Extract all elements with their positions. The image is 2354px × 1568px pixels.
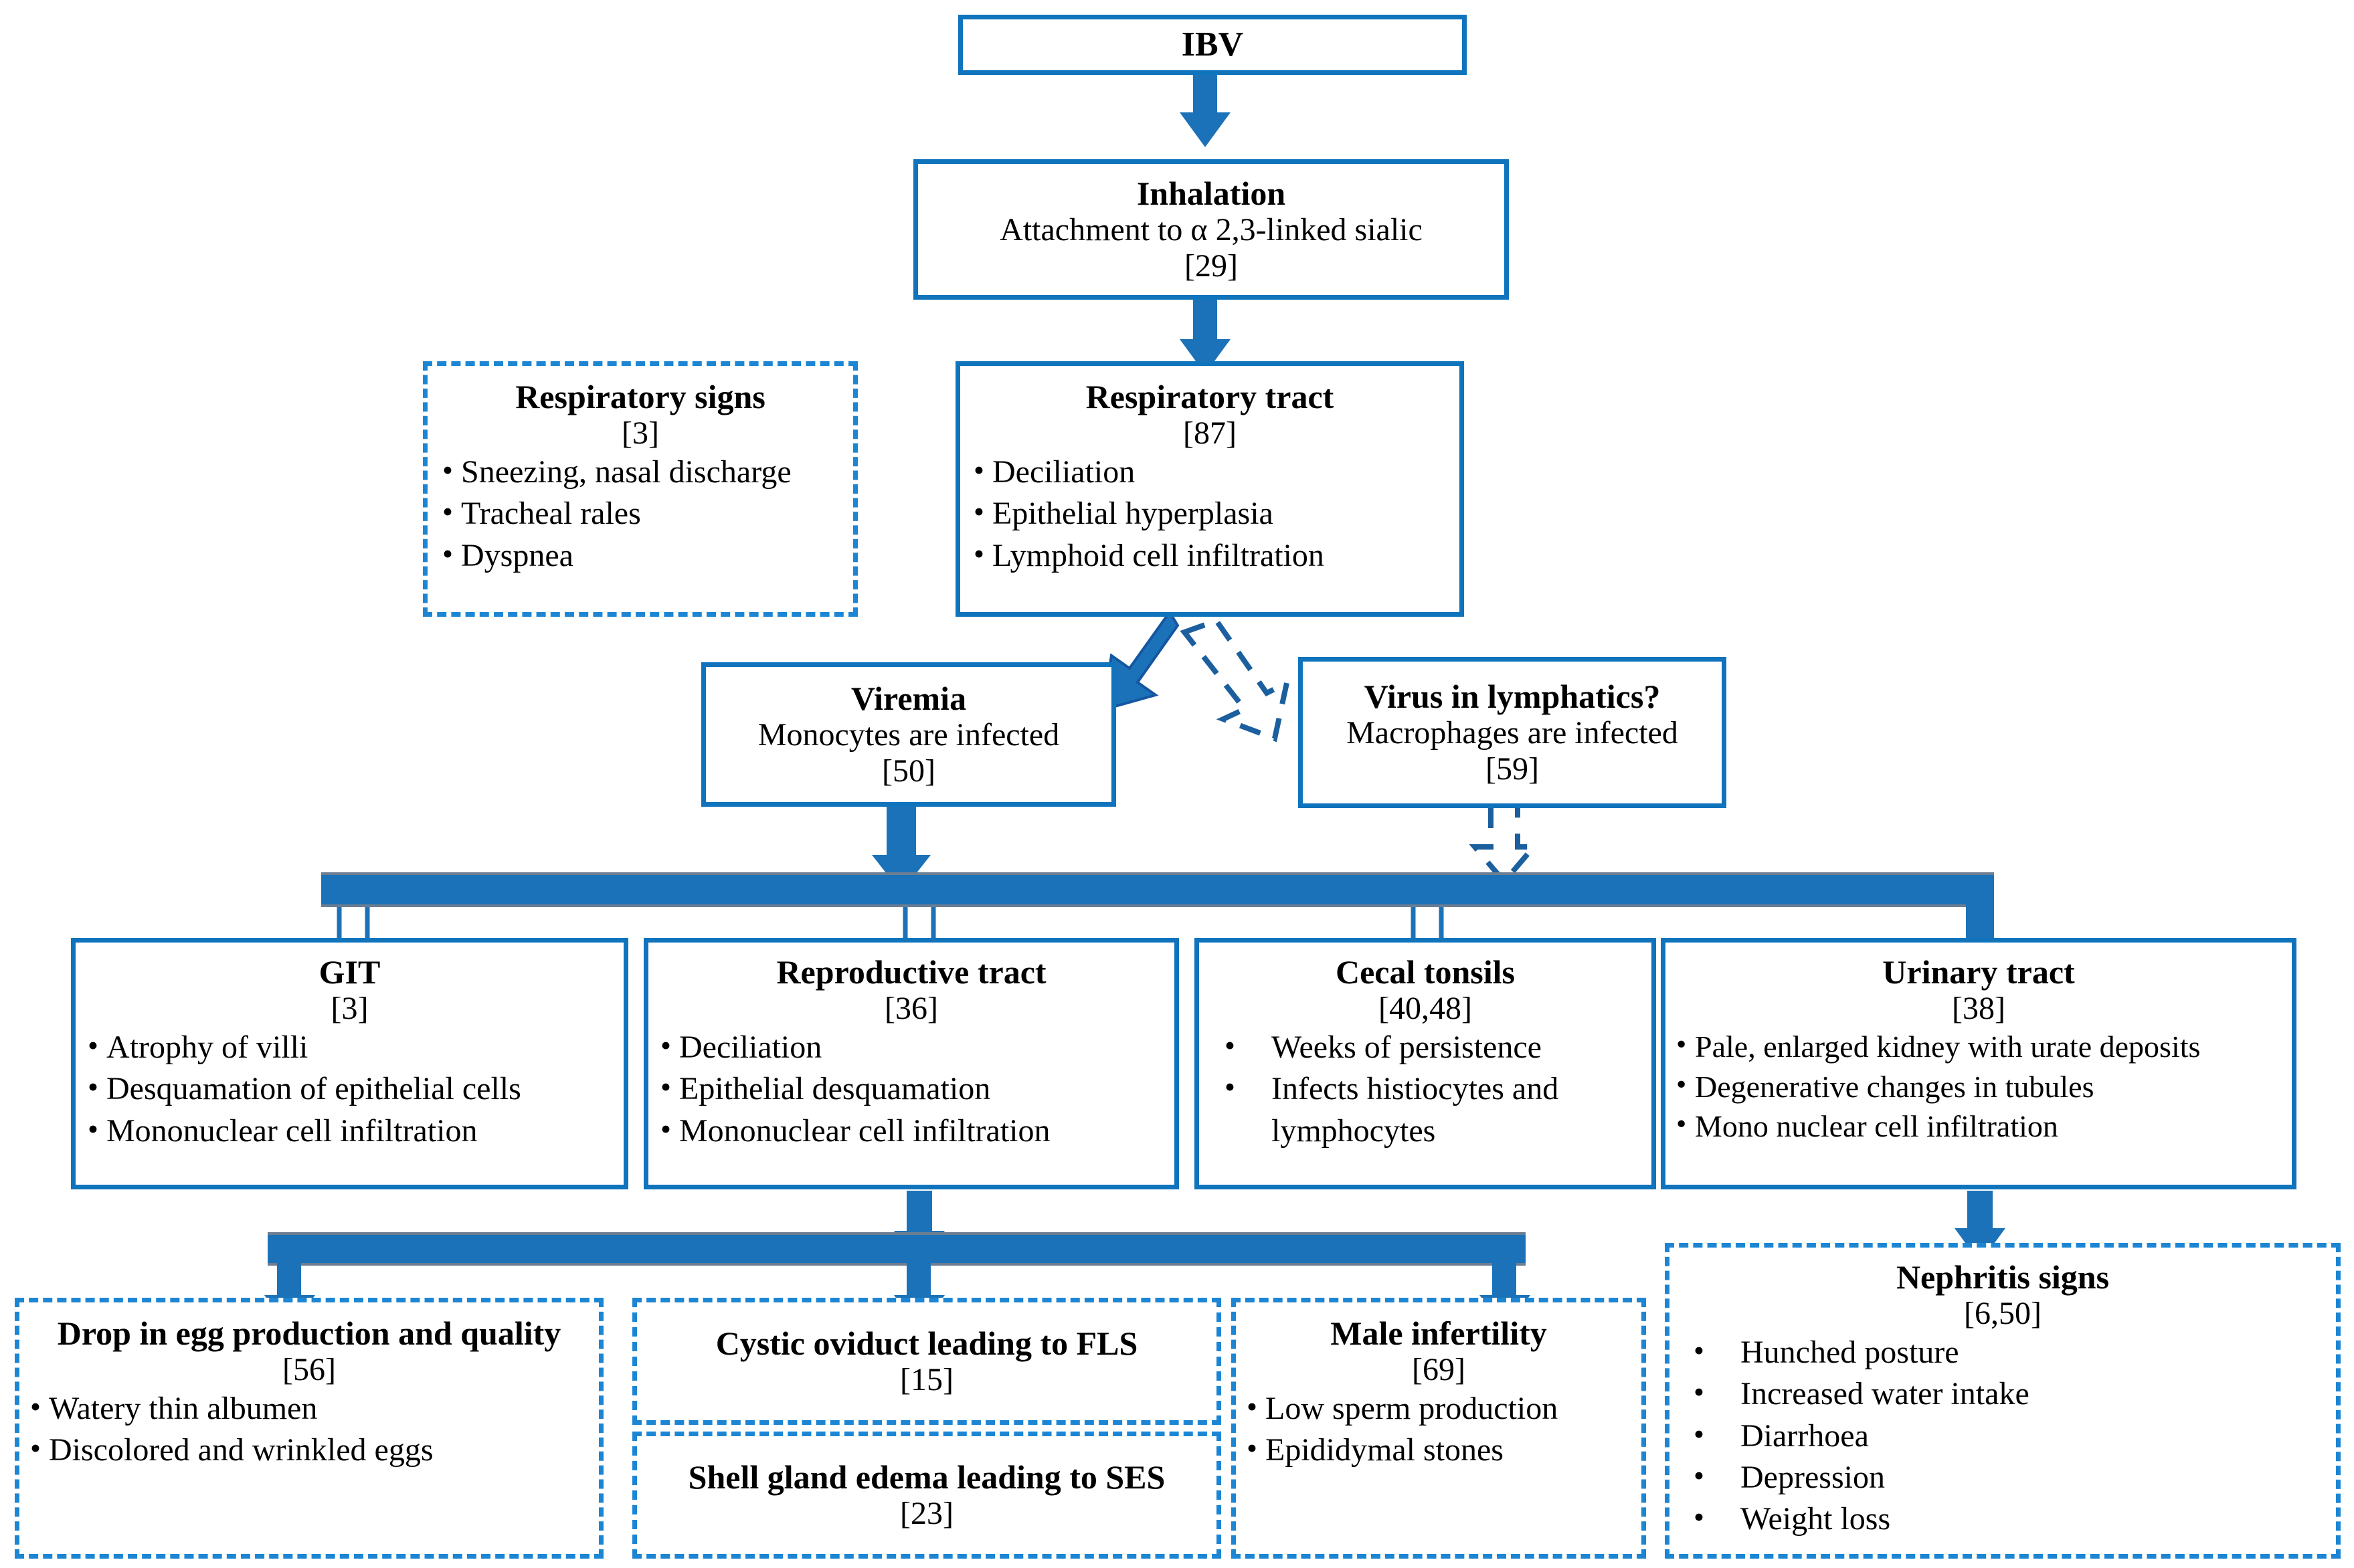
node-git[interactable]: GIT [3] Atrophy of villi Desquamation of…: [71, 938, 628, 1189]
list-item: Low sperm production: [1243, 1387, 1635, 1430]
node-cecal-tonsils[interactable]: Cecal tonsils [40,48] Weeks of persisten…: [1194, 938, 1656, 1189]
node-respiratory-signs-title: Respiratory signs: [515, 378, 765, 415]
node-respiratory-tract-reference: [87]: [1183, 415, 1237, 451]
node-shell-gland-edema-reference: [23]: [900, 1496, 954, 1532]
node-respiratory-tract-title: Respiratory tract: [1085, 378, 1334, 415]
list-item: Hunched posture: [1676, 1331, 2329, 1373]
node-git-reference: [3]: [331, 991, 369, 1026]
list-item: Atrophy of villi: [84, 1025, 616, 1068]
node-cecal-tonsils-list: Weeks of persistence Infects histiocytes…: [1207, 1025, 1643, 1152]
node-urinary-tract-reference: [38]: [1952, 991, 2005, 1026]
node-ibv-title: IBV: [1181, 25, 1244, 64]
list-item: Tracheal rales: [438, 492, 842, 534]
node-viremia-reference: [50]: [882, 753, 935, 789]
arrow-inhalation-to-resp-shaft: [1193, 299, 1217, 340]
node-drop-in-egg-production[interactable]: Drop in egg production and quality [56] …: [15, 1298, 604, 1559]
list-item: Watery thin albumen: [26, 1387, 592, 1430]
list-item: Desquamation of epithelial cells: [84, 1067, 616, 1110]
node-male-infertility-reference: [69]: [1412, 1352, 1465, 1387]
node-respiratory-signs-list: Sneezing, nasal discharge Tracheal rales…: [438, 450, 842, 577]
node-viremia-subtitle: Monocytes are infected: [757, 717, 1060, 753]
node-virus-in-lymphatics-subtitle: Macrophages are infected: [1346, 715, 1678, 751]
node-inhalation-subtitle: Attachment to α 2,3-linked sialic: [1000, 212, 1423, 248]
arrow-bus-to-urinary-shaft: [1966, 894, 1994, 946]
list-item: Dyspnea: [438, 534, 842, 577]
node-virus-in-lymphatics[interactable]: Virus in lymphatics? Macrophages are inf…: [1298, 657, 1726, 808]
node-nephritis-signs-title: Nephritis signs: [1896, 1258, 2110, 1296]
node-virus-in-lymphatics-title: Virus in lymphatics?: [1364, 678, 1661, 716]
node-urinary-tract-list: Pale, enlarged kidney with urate deposit…: [1672, 1025, 2285, 1147]
arrow-bus-to-eggdrop-shaft: [277, 1260, 301, 1299]
arrow-bus-to-cystic-shaft: [907, 1260, 931, 1299]
node-shell-gland-edema-title: Shell gland edema leading to SES: [688, 1458, 1166, 1496]
node-drop-in-egg-production-title: Drop in egg production and quality: [57, 1314, 561, 1352]
arrow-ibv-to-inhalation-shaft: [1193, 72, 1217, 114]
node-inhalation-reference: [29]: [1184, 248, 1238, 284]
node-respiratory-signs-reference: [3]: [622, 415, 659, 451]
node-reproductive-tract-list: Deciliation Epithelial desquamation Mono…: [656, 1025, 1166, 1152]
list-item: Mono nuclear cell infiltration: [1672, 1105, 2285, 1147]
node-git-title: GIT: [319, 953, 381, 991]
node-inhalation-title: Inhalation: [1136, 175, 1286, 213]
list-item: Weight loss: [1676, 1497, 2329, 1540]
list-item: Discolored and wrinkled eggs: [26, 1428, 592, 1471]
list-item: Lymphoid cell infiltration: [970, 534, 1450, 577]
list-item: Degenerative changes in tubules: [1672, 1066, 2285, 1107]
node-cystic-oviduct-title: Cystic oviduct leading to FLS: [715, 1325, 1138, 1363]
node-cecal-tonsils-reference: [40,48]: [1378, 991, 1472, 1026]
node-reproductive-tract-reference: [36]: [885, 991, 938, 1026]
list-item: Deciliation: [656, 1025, 1166, 1068]
arrow-ibv-to-inhalation-head: [1180, 112, 1231, 147]
distribution-bus-upper: [321, 872, 1994, 907]
list-item: Sneezing, nasal discharge: [438, 450, 842, 493]
list-item: Diarrhoea: [1676, 1414, 2329, 1457]
node-cystic-oviduct-reference: [15]: [900, 1362, 954, 1398]
node-git-list: Atrophy of villi Desquamation of epithel…: [84, 1025, 616, 1152]
node-male-infertility-list: Low sperm production Epididymal stones: [1243, 1387, 1635, 1472]
dashed-arrow-lymphatics-to-bus: [1469, 805, 1540, 886]
list-item: Epithelial desquamation: [656, 1067, 1166, 1110]
node-reproductive-tract[interactable]: Reproductive tract [36] Deciliation Epit…: [644, 938, 1179, 1189]
arrow-viremia-to-bus-shaft: [887, 807, 916, 859]
node-respiratory-signs[interactable]: Respiratory signs [3] Sneezing, nasal di…: [423, 361, 858, 617]
node-male-infertility-title: Male infertility: [1330, 1314, 1547, 1352]
node-virus-in-lymphatics-reference: [59]: [1485, 751, 1539, 787]
node-nephritis-signs[interactable]: Nephritis signs [6,50] Hunched posture I…: [1665, 1243, 2341, 1559]
node-cystic-oviduct[interactable]: Cystic oviduct leading to FLS [15]: [632, 1298, 1221, 1425]
node-nephritis-signs-reference: [6,50]: [1964, 1296, 2042, 1331]
list-item: Mononuclear cell infiltration: [84, 1109, 616, 1152]
list-item: Deciliation: [970, 450, 1450, 493]
list-item: Depression: [1676, 1456, 2329, 1498]
node-respiratory-tract[interactable]: Respiratory tract [87] Deciliation Epith…: [956, 361, 1464, 617]
arrow-urinary-to-nephritis-shaft: [1967, 1191, 1993, 1232]
node-viremia[interactable]: Viremia Monocytes are infected [50]: [701, 662, 1116, 807]
node-urinary-tract[interactable]: Urinary tract [38] Pale, enlarged kidney…: [1661, 938, 2296, 1189]
arrow-reproductive-to-bus-shaft: [907, 1191, 932, 1235]
node-reproductive-tract-title: Reproductive tract: [776, 953, 1047, 991]
node-nephritis-signs-list: Hunched posture Increased water intake D…: [1676, 1331, 2329, 1541]
node-drop-in-egg-production-list: Watery thin albumen Discolored and wrink…: [26, 1387, 592, 1472]
node-shell-gland-edema[interactable]: Shell gland edema leading to SES [23]: [632, 1432, 1221, 1559]
node-urinary-tract-title: Urinary tract: [1882, 953, 2075, 991]
node-respiratory-tract-list: Deciliation Epithelial hyperplasia Lymph…: [970, 450, 1450, 577]
node-inhalation[interactable]: Inhalation Attachment to α 2,3-linked si…: [913, 159, 1509, 300]
node-male-infertility[interactable]: Male infertility [69] Low sperm producti…: [1231, 1298, 1646, 1559]
list-item: Increased water intake: [1676, 1372, 2329, 1415]
node-viremia-title: Viremia: [850, 680, 967, 718]
list-item: Epididymal stones: [1243, 1428, 1635, 1471]
list-item: Epithelial hyperplasia: [970, 492, 1450, 534]
node-ibv[interactable]: IBV: [958, 15, 1467, 75]
arrow-bus-to-male-shaft: [1492, 1260, 1516, 1299]
list-item: Infects histiocytes and lymphocytes: [1207, 1067, 1643, 1152]
list-item: Mononuclear cell infiltration: [656, 1109, 1166, 1152]
node-cecal-tonsils-title: Cecal tonsils: [1335, 953, 1516, 991]
list-item: Weeks of persistence: [1207, 1025, 1643, 1068]
list-item: Pale, enlarged kidney with urate deposit…: [1672, 1025, 2285, 1067]
distribution-bus-lower: [268, 1232, 1526, 1266]
dashed-arrow-respiratory-to-lymphatics: [1180, 617, 1291, 743]
node-drop-in-egg-production-reference: [56]: [282, 1352, 336, 1387]
